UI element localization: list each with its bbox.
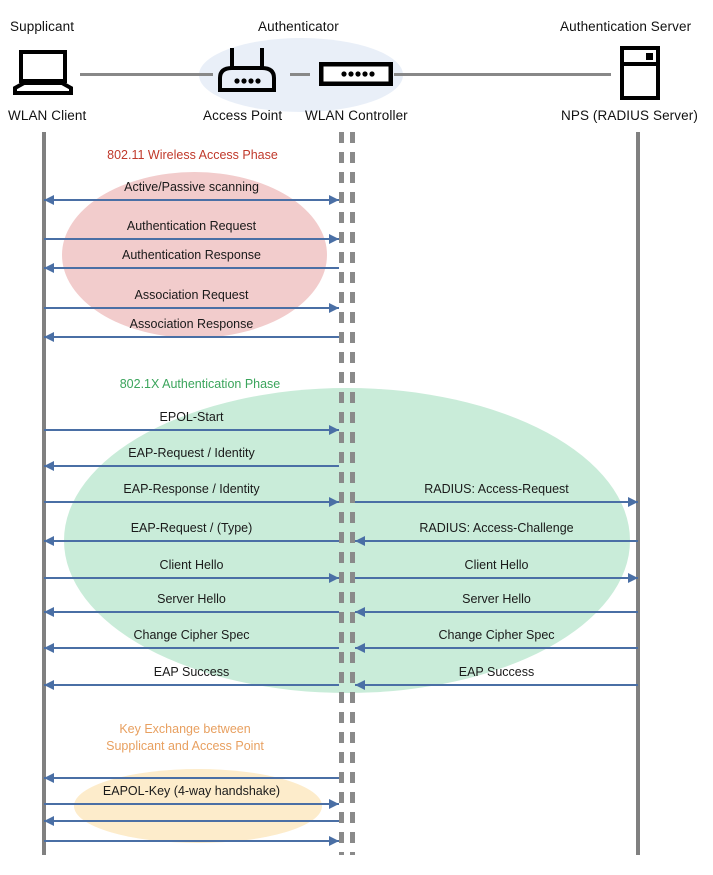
message-line-change-cipher-spec-radius-right-seg: [355, 647, 638, 649]
arrowhead-right-active-passive-scanning: [329, 195, 339, 205]
message-line-eapol-start: [44, 429, 339, 431]
message-label-change-cipher-spec-radius-right-seg: Change Cipher Spec: [438, 628, 555, 642]
message-line-association-response: [44, 336, 339, 338]
arrowhead-left-eap-request-identity: [44, 461, 54, 471]
arrowhead-left-radius-access-challenge-right-seg: [355, 536, 365, 546]
message-label-eap-success-radius-right-seg: EAP Success: [458, 665, 535, 679]
message-line-eapol-key-1: [44, 777, 339, 779]
arrowhead-left-eapol-key-3: [44, 816, 54, 826]
message-line-change-cipher-spec: [44, 647, 339, 649]
arrowhead-left-eap-success-radius-right-seg: [355, 680, 365, 690]
actor-title-auth-server: Authentication Server: [560, 19, 692, 34]
message-line-radius-access-challenge-right-seg: [355, 540, 638, 542]
message-line-eap-request-type: [44, 540, 339, 542]
actor-caption-access-point: Access Point: [203, 108, 283, 123]
actor-caption-nps-radius-server: NPS (RADIUS Server): [561, 108, 698, 123]
message-label-eapol-key-2: EAPOL-Key (4-way handshake): [102, 784, 281, 798]
message-line-authentication-response: [44, 267, 339, 269]
server-tower-icon: [620, 46, 660, 100]
message-line-eap-response-identity: [44, 501, 339, 503]
phase-label-dot1x-auth: 802.1X Authentication Phase: [119, 377, 281, 391]
message-label-eapol-start: EPOL-Start: [159, 410, 224, 424]
message-label-eap-request-type: EAP-Request / (Type): [130, 521, 253, 535]
arrowhead-left-eapol-key-1: [44, 773, 54, 783]
message-line-eap-success: [44, 684, 339, 686]
message-line-eap-success-radius-right-seg: [355, 684, 638, 686]
wireless-access-point-icon: [218, 48, 276, 92]
arrowhead-right-association-request: [329, 303, 339, 313]
phase-blob-key-exchange: [74, 769, 322, 843]
lifeline-supplicant: [42, 132, 46, 855]
arrowhead-left-eap-success: [44, 680, 54, 690]
arrowhead-left-eap-request-type: [44, 536, 54, 546]
wlan-controller-icon: [319, 62, 393, 86]
message-label-eap-response-identity: EAP-Response / Identity: [123, 482, 260, 496]
actor-caption-wlan-controller: WLAN Controller: [305, 108, 408, 123]
arrowhead-right-eapol-key-4: [329, 836, 339, 846]
message-line-eap-request-identity: [44, 465, 339, 467]
arrowhead-right-client-hello: [329, 573, 339, 583]
laptop-icon: [13, 50, 73, 95]
arrowhead-left-server-hello: [44, 607, 54, 617]
message-label-association-request: Association Request: [134, 288, 249, 302]
wire-client-to-ap: [80, 73, 213, 76]
lifeline-wlan-controller: [350, 132, 355, 855]
phase-label-wireless-access: 802.11 Wireless Access Phase: [107, 148, 278, 162]
message-label-association-response: Association Response: [129, 317, 254, 331]
arrowhead-left-authentication-response: [44, 263, 54, 273]
lifeline-auth-server: [636, 132, 640, 855]
message-line-radius-access-request-right-seg: [355, 501, 638, 503]
message-line-server-hello-radius-right-seg: [355, 611, 638, 613]
message-line-client-hello: [44, 577, 339, 579]
arrowhead-right-radius-access-request-right-seg: [628, 497, 638, 507]
message-label-eap-success: EAP Success: [153, 665, 230, 679]
arrowhead-left-server-hello-radius-right-seg: [355, 607, 365, 617]
arrowhead-right-client-hello-radius-right-seg: [628, 573, 638, 583]
message-line-active-passive-scanning: [44, 199, 339, 201]
message-line-eapol-key-3: [44, 820, 339, 822]
arrowhead-left-change-cipher-spec: [44, 643, 54, 653]
message-label-server-hello: Server Hello: [157, 592, 226, 606]
message-label-eap-request-identity: EAP-Request / Identity: [128, 446, 255, 460]
message-label-active-passive-scanning: Active/Passive scanning: [124, 180, 259, 194]
arrowhead-right-eap-response-identity: [329, 497, 339, 507]
wire-ap-to-controller: [290, 73, 310, 76]
message-line-authentication-request: [44, 238, 339, 240]
message-line-association-request: [44, 307, 339, 309]
wire-controller-to-server: [394, 73, 611, 76]
message-label-client-hello-radius-right-seg: Client Hello: [464, 558, 529, 572]
phase-label-key-exchange: Key Exchange between Supplicant and Acce…: [106, 722, 264, 753]
message-label-authentication-request: Authentication Request: [126, 219, 257, 233]
message-line-client-hello-radius-right-seg: [355, 577, 638, 579]
arrowhead-right-authentication-request: [329, 234, 339, 244]
message-label-change-cipher-spec: Change Cipher Spec: [133, 628, 250, 642]
arrowhead-left-change-cipher-spec-radius-right-seg: [355, 643, 365, 653]
message-label-radius-access-request-right-seg: RADIUS: Access-Request: [424, 482, 569, 496]
lifeline-access-point: [339, 132, 344, 855]
arrowhead-left-association-response: [44, 332, 54, 342]
actor-title-supplicant: Supplicant: [10, 19, 75, 34]
arrowhead-right-eapol-start: [329, 425, 339, 435]
arrowhead-left-active-passive-scanning: [44, 195, 54, 205]
message-label-server-hello-radius-right-seg: Server Hello: [462, 592, 531, 606]
message-line-eapol-key-4: [44, 840, 339, 842]
message-label-client-hello: Client Hello: [159, 558, 224, 572]
arrowhead-right-eapol-key-2: [329, 799, 339, 809]
message-label-radius-access-challenge-right-seg: RADIUS: Access-Challenge: [419, 521, 574, 535]
actor-title-authenticator: Authenticator: [258, 19, 339, 34]
actor-caption-wlan-client: WLAN Client: [8, 108, 87, 123]
message-line-eapol-key-2: [44, 803, 339, 805]
message-label-authentication-response: Authentication Response: [122, 248, 261, 262]
message-line-server-hello: [44, 611, 339, 613]
